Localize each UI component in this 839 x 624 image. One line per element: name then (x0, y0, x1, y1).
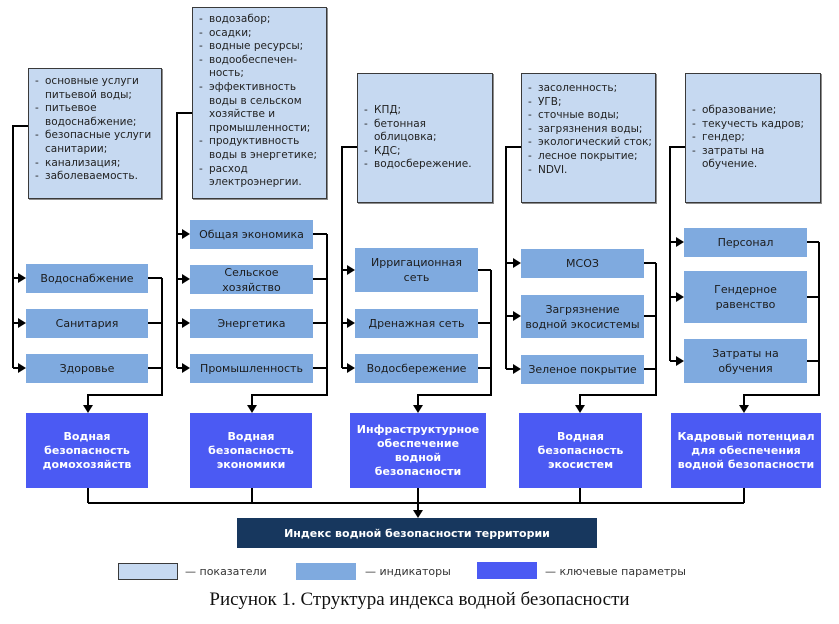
arrow-right-icon (676, 237, 684, 247)
list-item: канализация; (35, 157, 157, 171)
indicator-list-ecosystems: засоленность; УГВ; сточные воды; загрязн… (521, 73, 656, 203)
list-item: водные ресурсы; (199, 40, 323, 54)
arrow-right-icon (513, 364, 521, 374)
spine-line (176, 112, 192, 368)
indicator-list-economy: водозабор; осадки; водные ресурсы; водоо… (192, 7, 327, 199)
legend-swatch-indicator-list (118, 563, 178, 580)
list-item: КПД; (364, 104, 489, 118)
list-item: водосбережение. (364, 158, 489, 172)
key-parameter-ecosystems: Водная безопасность экосистем (519, 413, 642, 488)
list-item: расход электроэнергии. (199, 163, 323, 190)
collector-line (743, 242, 820, 405)
arrow-right-icon (182, 363, 190, 373)
list-item: бетонная облицовка; (364, 118, 489, 145)
list-item: лесное покрытие; (528, 150, 652, 164)
list-item: питьевое водоснабжение; (35, 102, 157, 129)
collector-line (417, 270, 492, 405)
indicator-drainage-network: Дренажная сеть (355, 309, 478, 338)
spine-line (505, 146, 521, 369)
indicator-health: Здоровье (26, 354, 148, 383)
key-parameter-households: Водная безопасность домохозяйств (26, 413, 148, 488)
list-item: КДС; (364, 145, 489, 159)
legend-label-key-parameters: — ключевые параметры (545, 565, 686, 578)
list-item: NDVI. (528, 164, 652, 178)
spine-line (669, 146, 685, 361)
list-item: текучесть кадров; (692, 118, 817, 132)
indicator-list-infrastructure: КПД; бетонная облицовка; КДС; водосбереж… (357, 73, 493, 203)
arrow-right-icon (182, 274, 190, 284)
list-item: гендер; (692, 131, 817, 145)
arrow-down-icon (83, 405, 93, 413)
arrow-right-icon (513, 258, 521, 268)
key-parameter-infrastructure: Инфраструктурное обеспечение водной безо… (350, 413, 486, 488)
list-item: заболеваемость. (35, 170, 157, 184)
indicator-training-costs: Затраты на обучения (684, 339, 807, 383)
spine-line (12, 125, 28, 368)
list-item: водообеспечен-ность; (199, 54, 323, 81)
list-item: загрязнения воды; (528, 123, 652, 137)
indicator-irrigation-network: Ирригационная сеть (355, 248, 478, 292)
figure-caption: Рисунок 1. Структура индекса водной безо… (209, 589, 630, 610)
indicator-industry: Промышленность (190, 354, 313, 383)
key-parameter-personnel: Кадровый потенциал для обеспечения водно… (671, 413, 821, 488)
indicator-gender-equality: Гендерное равенство (684, 271, 807, 323)
legend-swatch-indicators (296, 563, 356, 580)
collector-line (579, 263, 657, 405)
indicator-msoz: МСОЗ (521, 249, 644, 278)
arrow-down-icon (247, 405, 257, 413)
arrow-right-icon (347, 265, 355, 275)
list-item: эффективность воды в сельском хозяйстве … (199, 81, 323, 135)
list-item: основные услуги питьевой воды; (35, 75, 157, 102)
collector-line (251, 234, 328, 405)
indicator-list-personnel: образование; текучесть кадров; гендер; з… (685, 73, 821, 203)
key-parameter-economy: Водная безопасность экономики (190, 413, 312, 488)
indicator-general-economy: Общая экономика (190, 220, 313, 249)
legend-label-indicator-list: — показатели (185, 565, 267, 578)
list-item: экологический сток; (528, 136, 652, 150)
arrow-down-icon (413, 405, 423, 413)
legend-label-indicators: — индикаторы (365, 565, 451, 578)
arrow-right-icon (676, 356, 684, 366)
arrow-right-icon (182, 229, 190, 239)
arrow-right-icon (18, 318, 26, 328)
arrow-down-icon (739, 405, 749, 413)
arrow-right-icon (182, 318, 190, 328)
arrow-right-icon (676, 292, 684, 302)
indicator-list-households: основные услуги питьевой воды; питьевое … (28, 68, 162, 199)
list-item: водозабор; (199, 13, 323, 27)
collector-line (87, 278, 163, 405)
indicator-water-saving: Водосбережение (355, 354, 478, 383)
water-security-index: Индекс водной безопасности территории (237, 518, 597, 548)
indicator-sanitation: Санитария (26, 309, 148, 338)
list-item: продуктивность воды в энергетике; (199, 135, 323, 162)
arrow-right-icon (18, 273, 26, 283)
spine-line (341, 146, 357, 368)
list-item: затраты на обучение. (692, 145, 817, 172)
list-item: безопасные услуги санитарии; (35, 129, 157, 156)
legend-swatch-key-parameters (477, 562, 537, 579)
indicator-personnel: Персонал (684, 228, 807, 257)
indicator-ecosystem-pollution: Загрязнение водной экосистемы (521, 295, 644, 338)
list-item: образование; (692, 104, 817, 118)
arrow-down-icon (413, 510, 423, 518)
arrow-down-icon (575, 405, 585, 413)
indicator-green-cover: Зеленое покрытие (521, 355, 644, 384)
list-item: сточные воды; (528, 109, 652, 123)
arrow-right-icon (347, 318, 355, 328)
list-item: засоленность; (528, 82, 652, 96)
arrow-right-icon (513, 311, 521, 321)
indicator-agriculture: Сельское хозяйство (190, 265, 313, 294)
list-item: осадки; (199, 27, 323, 41)
arrow-right-icon (18, 363, 26, 373)
arrow-right-icon (347, 363, 355, 373)
indicator-energy: Энергетика (190, 309, 313, 338)
indicator-water-supply: Водоснабжение (26, 264, 148, 293)
list-item: УГВ; (528, 96, 652, 110)
